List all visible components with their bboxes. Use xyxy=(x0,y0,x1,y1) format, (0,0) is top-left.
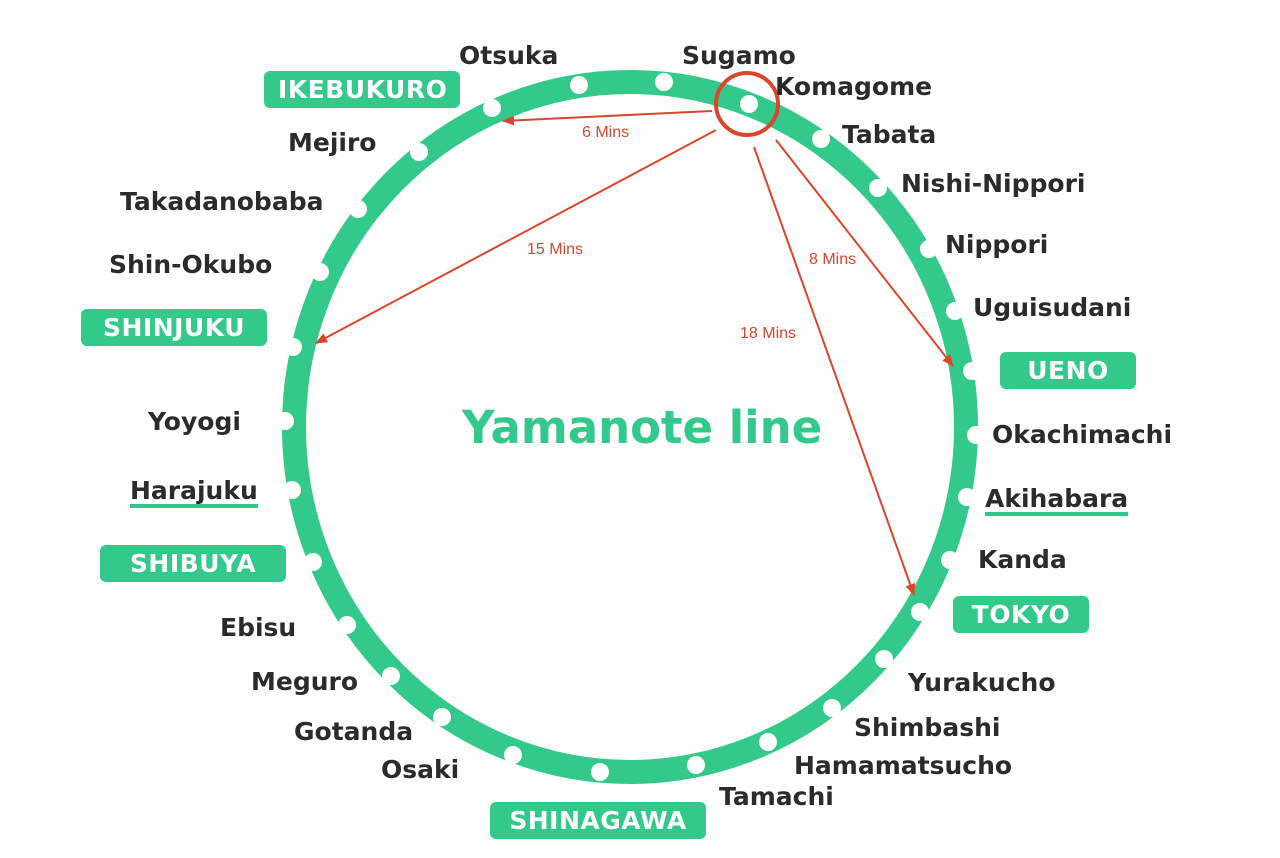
yamanote-loop xyxy=(282,70,978,784)
station-dot-nippori xyxy=(920,240,938,258)
station-sugamo[interactable]: Sugamo xyxy=(682,41,796,70)
station-yurakucho[interactable]: Yurakucho xyxy=(908,668,1056,697)
station-dot-takadanobaba xyxy=(349,200,367,218)
station-dot-sugamo xyxy=(655,73,673,91)
station-shinagawa[interactable]: SHINAGAWA xyxy=(490,802,706,839)
station-dot-shinagawa xyxy=(591,763,609,781)
station-dot-yurakucho xyxy=(875,650,893,668)
arrow-to-tokyo xyxy=(753,146,916,596)
time-label-tokyo: 18 Mins xyxy=(740,325,797,342)
station-dot-yoyogi xyxy=(276,412,294,430)
station-okachimachi[interactable]: Okachimachi xyxy=(992,420,1173,449)
station-dot-otsuka xyxy=(570,76,588,94)
station-dot-okachimachi xyxy=(967,426,985,444)
station-takadanobaba[interactable]: Takadanobaba xyxy=(120,187,324,216)
station-komagome[interactable]: Komagome xyxy=(775,72,933,101)
station-tokyo[interactable]: TOKYO xyxy=(953,596,1089,633)
station-shinjuku[interactable]: SHINJUKU xyxy=(81,309,267,346)
station-dot-kanda xyxy=(941,551,959,569)
map-title: Yamanote line xyxy=(462,401,823,454)
arrow-to-ikebukuro xyxy=(502,110,713,126)
station-dot-gotanda xyxy=(433,708,451,726)
station-mejiro[interactable]: Mejiro xyxy=(288,128,377,157)
station-dot-komagome xyxy=(740,95,758,113)
station-dot-shibuya xyxy=(304,553,322,571)
station-dot-mejiro xyxy=(410,143,428,161)
station-harajuku[interactable]: Harajuku xyxy=(130,478,258,508)
station-dots xyxy=(276,73,985,781)
station-yoyogi[interactable]: Yoyogi xyxy=(148,407,241,436)
station-osaki[interactable]: Osaki xyxy=(381,755,460,784)
station-hamamatsucho[interactable]: Hamamatsucho xyxy=(794,751,1013,780)
station-uguisudani[interactable]: Uguisudani xyxy=(973,293,1132,322)
time-label-shinjuku: 15 Mins xyxy=(527,241,584,258)
station-dot-ueno xyxy=(963,362,981,380)
arrow-to-ueno xyxy=(775,139,954,367)
station-dot-hamamatsucho xyxy=(759,733,777,751)
origin-marker xyxy=(714,71,780,137)
station-shimbashi[interactable]: Shimbashi xyxy=(854,713,1001,742)
station-otsuka[interactable]: Otsuka xyxy=(459,41,559,70)
station-tamachi[interactable]: Tamachi xyxy=(719,782,834,811)
station-akihabara[interactable]: Akihabara xyxy=(985,486,1129,516)
station-shin-okubo[interactable]: Shin-Okubo xyxy=(109,250,273,279)
station-kanda[interactable]: Kanda xyxy=(978,545,1067,574)
arrow-to-shinjuku xyxy=(315,129,717,344)
station-gotanda[interactable]: Gotanda xyxy=(294,717,414,746)
station-dot-tokyo xyxy=(911,603,929,621)
station-dot-shinjuku xyxy=(284,338,302,356)
station-dot-tamachi xyxy=(687,756,705,774)
station-ikebukuro[interactable]: IKEBUKURO xyxy=(264,71,460,108)
station-tabata[interactable]: Tabata xyxy=(842,120,937,149)
station-dot-nishi-nippori xyxy=(869,179,887,197)
station-ebisu[interactable]: Ebisu xyxy=(220,613,297,642)
station-dot-meguro xyxy=(382,667,400,685)
station-nippori[interactable]: Nippori xyxy=(945,230,1049,259)
station-dot-ikebukuro xyxy=(483,99,501,117)
station-dot-osaki xyxy=(504,746,522,764)
station-dot-uguisudani xyxy=(946,302,964,320)
travel-time-arrows xyxy=(315,110,954,596)
station-dot-shimbashi xyxy=(823,699,841,717)
time-label-ueno: 8 Mins xyxy=(809,251,857,268)
station-dot-harajuku xyxy=(283,481,301,499)
station-dot-akihabara xyxy=(958,488,976,506)
station-shibuya[interactable]: SHIBUYA xyxy=(100,545,286,582)
station-dot-tabata xyxy=(812,130,830,148)
station-ueno[interactable]: UENO xyxy=(1000,352,1136,389)
station-dot-shin-okubo xyxy=(311,263,329,281)
station-nishi-nippori[interactable]: Nishi-Nippori xyxy=(901,169,1086,198)
station-meguro[interactable]: Meguro xyxy=(251,667,359,696)
station-dot-ebisu xyxy=(338,616,356,634)
time-label-ikebukuro: 6 Mins xyxy=(582,124,630,141)
